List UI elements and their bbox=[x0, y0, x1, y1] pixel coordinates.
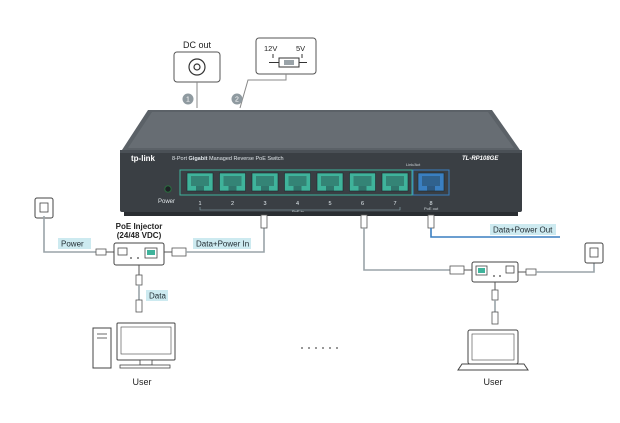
power-tag-label: Power bbox=[61, 240, 84, 249]
port-number-2: 2 bbox=[231, 201, 234, 207]
poe-in-label: PoE in bbox=[292, 209, 304, 214]
port-number-6: 6 bbox=[361, 201, 364, 207]
data-tag bbox=[146, 290, 168, 301]
data-power-out-label: Data+Power Out bbox=[493, 226, 553, 235]
rj45-port-1: 1 bbox=[186, 172, 214, 207]
rj45-port-7: 7 bbox=[381, 172, 409, 207]
power-led bbox=[164, 185, 172, 193]
switch-brand: tp-link bbox=[131, 154, 156, 163]
switch-model: TL-RP108GE bbox=[462, 156, 499, 162]
port-number-3: 3 bbox=[263, 201, 266, 207]
callout-badge-2 bbox=[231, 93, 243, 105]
port-number-7: 7 bbox=[393, 201, 396, 207]
rj45-port-3: 3 bbox=[251, 172, 279, 207]
link-act-label: Link/Act bbox=[406, 162, 421, 167]
voltage-12v-label: 12V bbox=[264, 44, 277, 53]
dc-jack-icon bbox=[188, 58, 206, 76]
power-tag bbox=[58, 238, 91, 249]
voltage-jumper-icon bbox=[269, 54, 307, 68]
badge-2-label: 2 bbox=[235, 97, 239, 104]
poe-injector-icon-left bbox=[113, 242, 165, 266]
ellipsis-separator bbox=[301, 347, 338, 349]
left-user-label: User bbox=[132, 377, 151, 387]
desktop-icon bbox=[92, 322, 176, 369]
rj45-port-6: 6 bbox=[349, 172, 376, 207]
dc-out-callout: DC out 1 bbox=[173, 40, 221, 108]
voltage-callout: 12V 5V 2 bbox=[231, 37, 317, 109]
right-cabling: Data+Power Out bbox=[360, 214, 604, 325]
port-number-1: 1 bbox=[198, 201, 201, 207]
wall-outlet-icon-left bbox=[34, 197, 54, 219]
data-power-out-tag bbox=[490, 224, 556, 235]
voltage-5v-label: 5V bbox=[296, 44, 305, 53]
poe-out-label: PoE out bbox=[424, 206, 439, 211]
injector-title-2: (24/48 VDC) bbox=[117, 231, 162, 240]
switch-description: 8-Port Gigabit Managed Reverse PoE Switc… bbox=[172, 156, 284, 162]
poe-switch: tp-link 8-Port Gigabit Managed Reverse P… bbox=[120, 110, 522, 216]
dc-out-label: DC out bbox=[183, 40, 212, 50]
laptop-icon bbox=[457, 329, 529, 371]
power-label: Power bbox=[158, 199, 175, 205]
port-group: 1 2 3 4 5 6 7 8 bbox=[186, 172, 445, 207]
rj45-port-2: 2 bbox=[219, 172, 246, 207]
port-number-4: 4 bbox=[296, 201, 299, 207]
injector-title-1: PoE Injector bbox=[116, 222, 163, 231]
data-power-in-label: Data+Power In bbox=[196, 240, 249, 249]
wall-outlet-icon-right bbox=[584, 242, 604, 264]
poe-injector-icon-right bbox=[471, 261, 519, 283]
left-cabling: Power PoE Injector (24/48 VDC) Data+Powe… bbox=[34, 197, 268, 313]
callout-badge-1 bbox=[182, 93, 194, 105]
rj45-port-5: 5 bbox=[316, 172, 344, 207]
data-power-in-tag bbox=[193, 238, 251, 249]
rj45-port-4: 4 bbox=[284, 172, 311, 207]
port-number-5: 5 bbox=[328, 201, 331, 207]
badge-1-label: 1 bbox=[186, 97, 190, 104]
data-tag-label: Data bbox=[149, 292, 166, 301]
rj45-port-8: 8 bbox=[417, 172, 445, 207]
right-user-label: User bbox=[483, 377, 502, 387]
port-number-8: 8 bbox=[429, 201, 432, 207]
